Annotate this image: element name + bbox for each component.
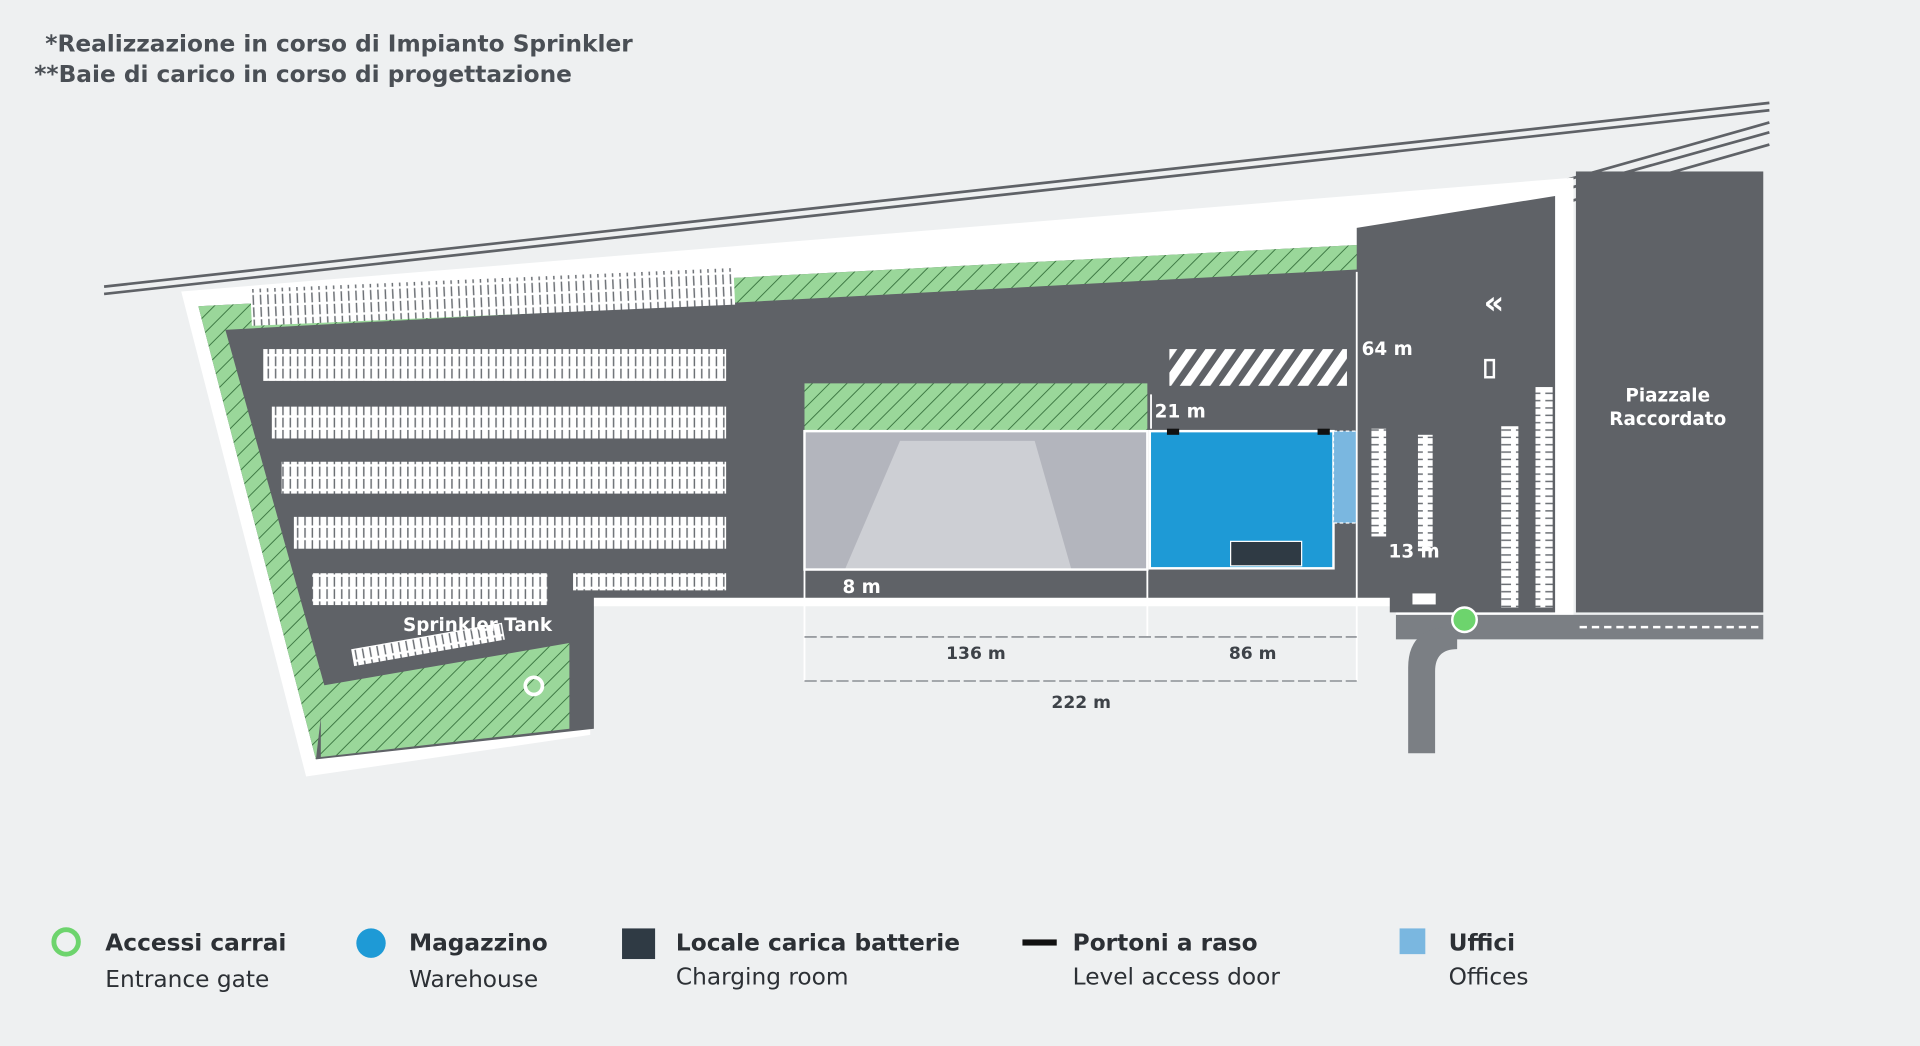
piazzale-label-1: Piazzale (1625, 386, 1710, 407)
sprinkler-tank-icon (523, 675, 545, 697)
dim-21m: 21 m (1155, 402, 1206, 423)
note-sprinkler: *Realizzazione in corso di Impianto Spri… (45, 30, 633, 57)
existing-building (803, 429, 1149, 571)
legend-item-level-door: Portoni a raso Level access door (1022, 929, 1281, 991)
loading-bays (1169, 349, 1347, 386)
level-door-line-icon (1022, 939, 1057, 946)
note-loading-bays: **Baie di carico in corso di progettazio… (34, 61, 572, 88)
legend-label-it: Portoni a raso (1073, 929, 1258, 956)
level-access-door (1166, 428, 1180, 435)
legend-item-charging-room: Locale carica batterie Charging room (622, 928, 960, 991)
watermark-logo (844, 440, 1072, 570)
piazzale-raccordato (1575, 171, 1764, 613)
green-area-bottom (320, 643, 570, 757)
legend-label-en: Entrance gate (105, 966, 269, 993)
access-road (1395, 614, 1764, 754)
legend-label-it: Accessi carrai (105, 929, 286, 956)
legend-label-en: Warehouse (409, 966, 538, 993)
dimension-lines (803, 271, 1358, 682)
legend-label-en: Charging room (676, 964, 849, 991)
dim-136m: 136 m (946, 644, 1006, 664)
dim-86m: 86 m (1229, 644, 1277, 664)
dim-222m: 222 m (1051, 693, 1111, 713)
offices-square-icon (1399, 928, 1426, 955)
legend-item-entrance-gate: Accessi carrai Entrance gate (51, 927, 286, 993)
legend-label-it: Locale carica batterie (676, 929, 960, 956)
legend-item-offices: Uffici Offices (1399, 928, 1529, 991)
green-area-left (198, 306, 325, 760)
double-chevron-left-icon: « (1484, 284, 1505, 322)
dim-13m: 13 m (1389, 541, 1440, 562)
legend-label-it: Uffici (1449, 929, 1516, 956)
legend-label-en: Offices (1449, 964, 1529, 991)
warehouse-dot-icon (356, 928, 386, 958)
sprinkler-tank-label: Sprinkler Tank (403, 615, 553, 636)
piazzale-label-2: Raccordato (1609, 409, 1726, 430)
legend-item-warehouse: Magazzino Warehouse (356, 928, 548, 993)
legend-label-it: Magazzino (409, 929, 548, 956)
parking-area (250, 267, 1553, 667)
legend: Accessi carrai Entrance gate Magazzino W… (51, 927, 1529, 993)
charging-room-square-icon (622, 928, 656, 960)
marker-icon (1484, 358, 1496, 379)
legend-label-en: Level access door (1073, 964, 1281, 991)
dim-8m: 8 m (842, 577, 880, 598)
green-area-building (804, 383, 1148, 432)
level-access-door (1317, 428, 1330, 435)
entrance-gate-icon (51, 927, 81, 957)
offices (1332, 430, 1358, 524)
dim-64m: 64 m (1362, 339, 1413, 360)
charging-room (1230, 540, 1303, 567)
entrance-gate-icon (1451, 606, 1478, 634)
